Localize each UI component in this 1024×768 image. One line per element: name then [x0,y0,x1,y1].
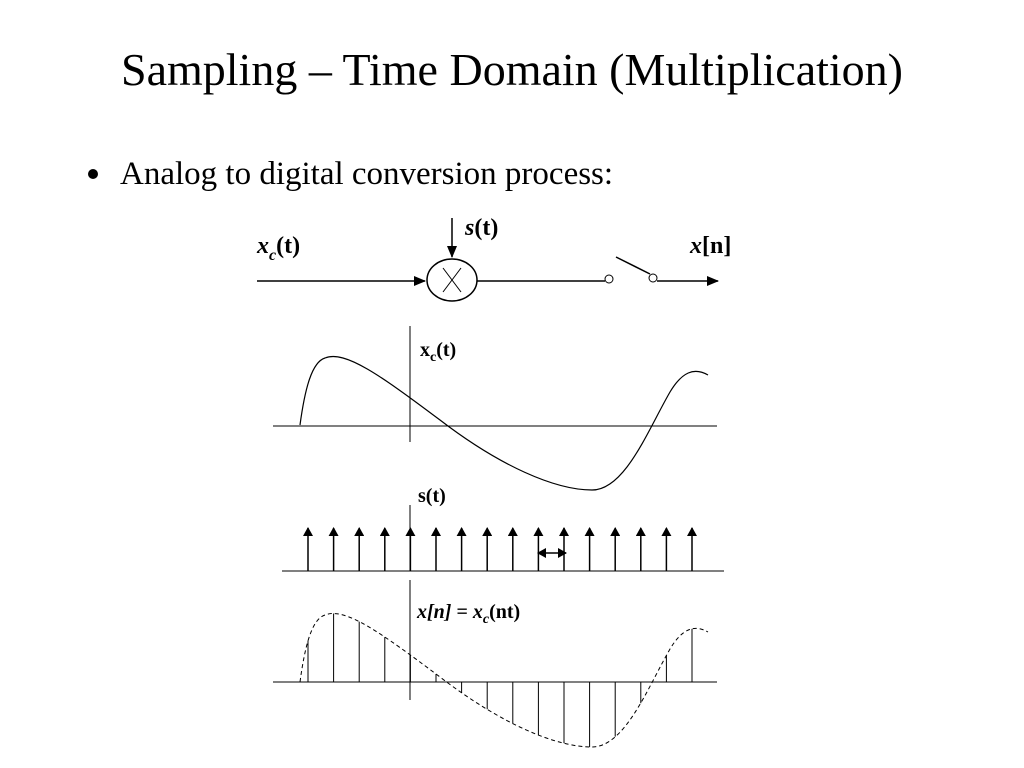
bullet-text: Analog to digital conversion process: [120,156,614,192]
slide-title: Sampling – Time Domain (Multiplication) [121,44,903,95]
bullet-icon [88,169,98,179]
impulse-train-plot: s(t) [282,485,724,572]
sampled-envelope-dashed [299,613,709,748]
sample-stems [307,613,693,747]
multiply-circle-icon [426,258,478,302]
output-label: x[n] [689,233,731,259]
switch-icon [604,256,658,284]
sampled-signal-plot: x[n] = xc(nt) [273,580,717,748]
continuous-plot-label: xc(t) [420,339,456,365]
sampling-signal-label: s(t) [464,215,498,241]
block-diagram: xc(t) s(t) x[n] [256,215,731,302]
impulse-plot-label: s(t) [418,485,446,507]
continuous-signal-plot: xc(t) [273,326,717,491]
continuous-waveform [299,356,709,491]
impulse-group [303,527,697,571]
bullet-item: Analog to digital conversion process: [88,152,613,196]
sampled-plot-label: x[n] = xc(nt) [416,601,520,627]
input-label: xc(t) [256,233,300,264]
